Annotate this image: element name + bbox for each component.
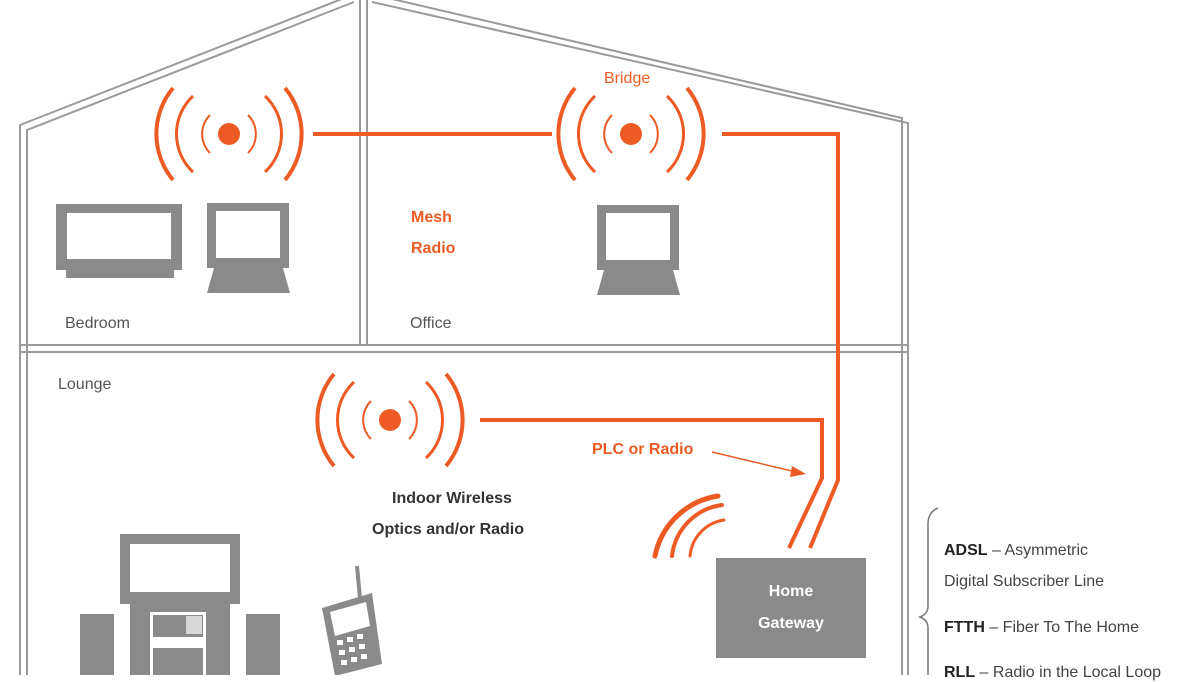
bridge-to-gateway-link: [722, 132, 840, 549]
radio-label: Radio: [411, 240, 456, 257]
home-gateway-box: [716, 558, 866, 658]
legend-text: – Asymmetric: [987, 542, 1089, 559]
house-outline: [19, 0, 909, 675]
room-label-office: Office: [410, 315, 452, 332]
lounge-to-gateway-link: [480, 418, 824, 549]
legend-item-ftth: FTTH – Fiber To The Home: [944, 619, 1139, 637]
home-theater-icon: [80, 534, 280, 682]
legend-brace: [917, 507, 939, 675]
gateway-wifi-icon: [652, 493, 726, 559]
legend-item-adsl: ADSL – Asymmetric: [944, 542, 1088, 560]
computer-monitor-icon: [207, 203, 290, 293]
optics-radio-label: Optics and/or Radio: [372, 521, 525, 538]
legend-item-adsl-line2: Digital Subscriber Line: [944, 573, 1105, 590]
mesh-label: Mesh: [411, 209, 452, 226]
legend-text: – Fiber To The Home: [984, 619, 1140, 636]
room-label-lounge: Lounge: [58, 376, 112, 393]
cordless-phone-icon: [322, 565, 382, 676]
wireless-node-icon: [556, 86, 706, 182]
wireless-node-icon: [315, 372, 465, 468]
tv-icon: [56, 204, 182, 278]
legend-abbr: ADSL: [944, 542, 988, 559]
legend-abbr: RLL: [944, 664, 976, 681]
room-label-bedroom: Bedroom: [65, 315, 130, 332]
gateway-label-line2: Gateway: [758, 615, 824, 632]
plc-arrow: [711, 451, 806, 477]
legend-abbr: FTTH: [944, 619, 985, 636]
wireless-node-icon: [154, 86, 304, 182]
plc-or-radio-label: PLC or Radio: [592, 441, 694, 458]
legend-item-rll: RLL – Radio in the Local Loop: [944, 664, 1161, 682]
bridge-label: Bridge: [604, 70, 651, 87]
legend-text: – Radio in the Local Loop: [975, 664, 1162, 681]
indoor-wireless-label: Indoor Wireless: [392, 490, 512, 507]
connection-lines: [313, 132, 840, 549]
gateway-label-line1: Home: [768, 583, 814, 600]
computer-monitor-icon: [597, 205, 680, 295]
